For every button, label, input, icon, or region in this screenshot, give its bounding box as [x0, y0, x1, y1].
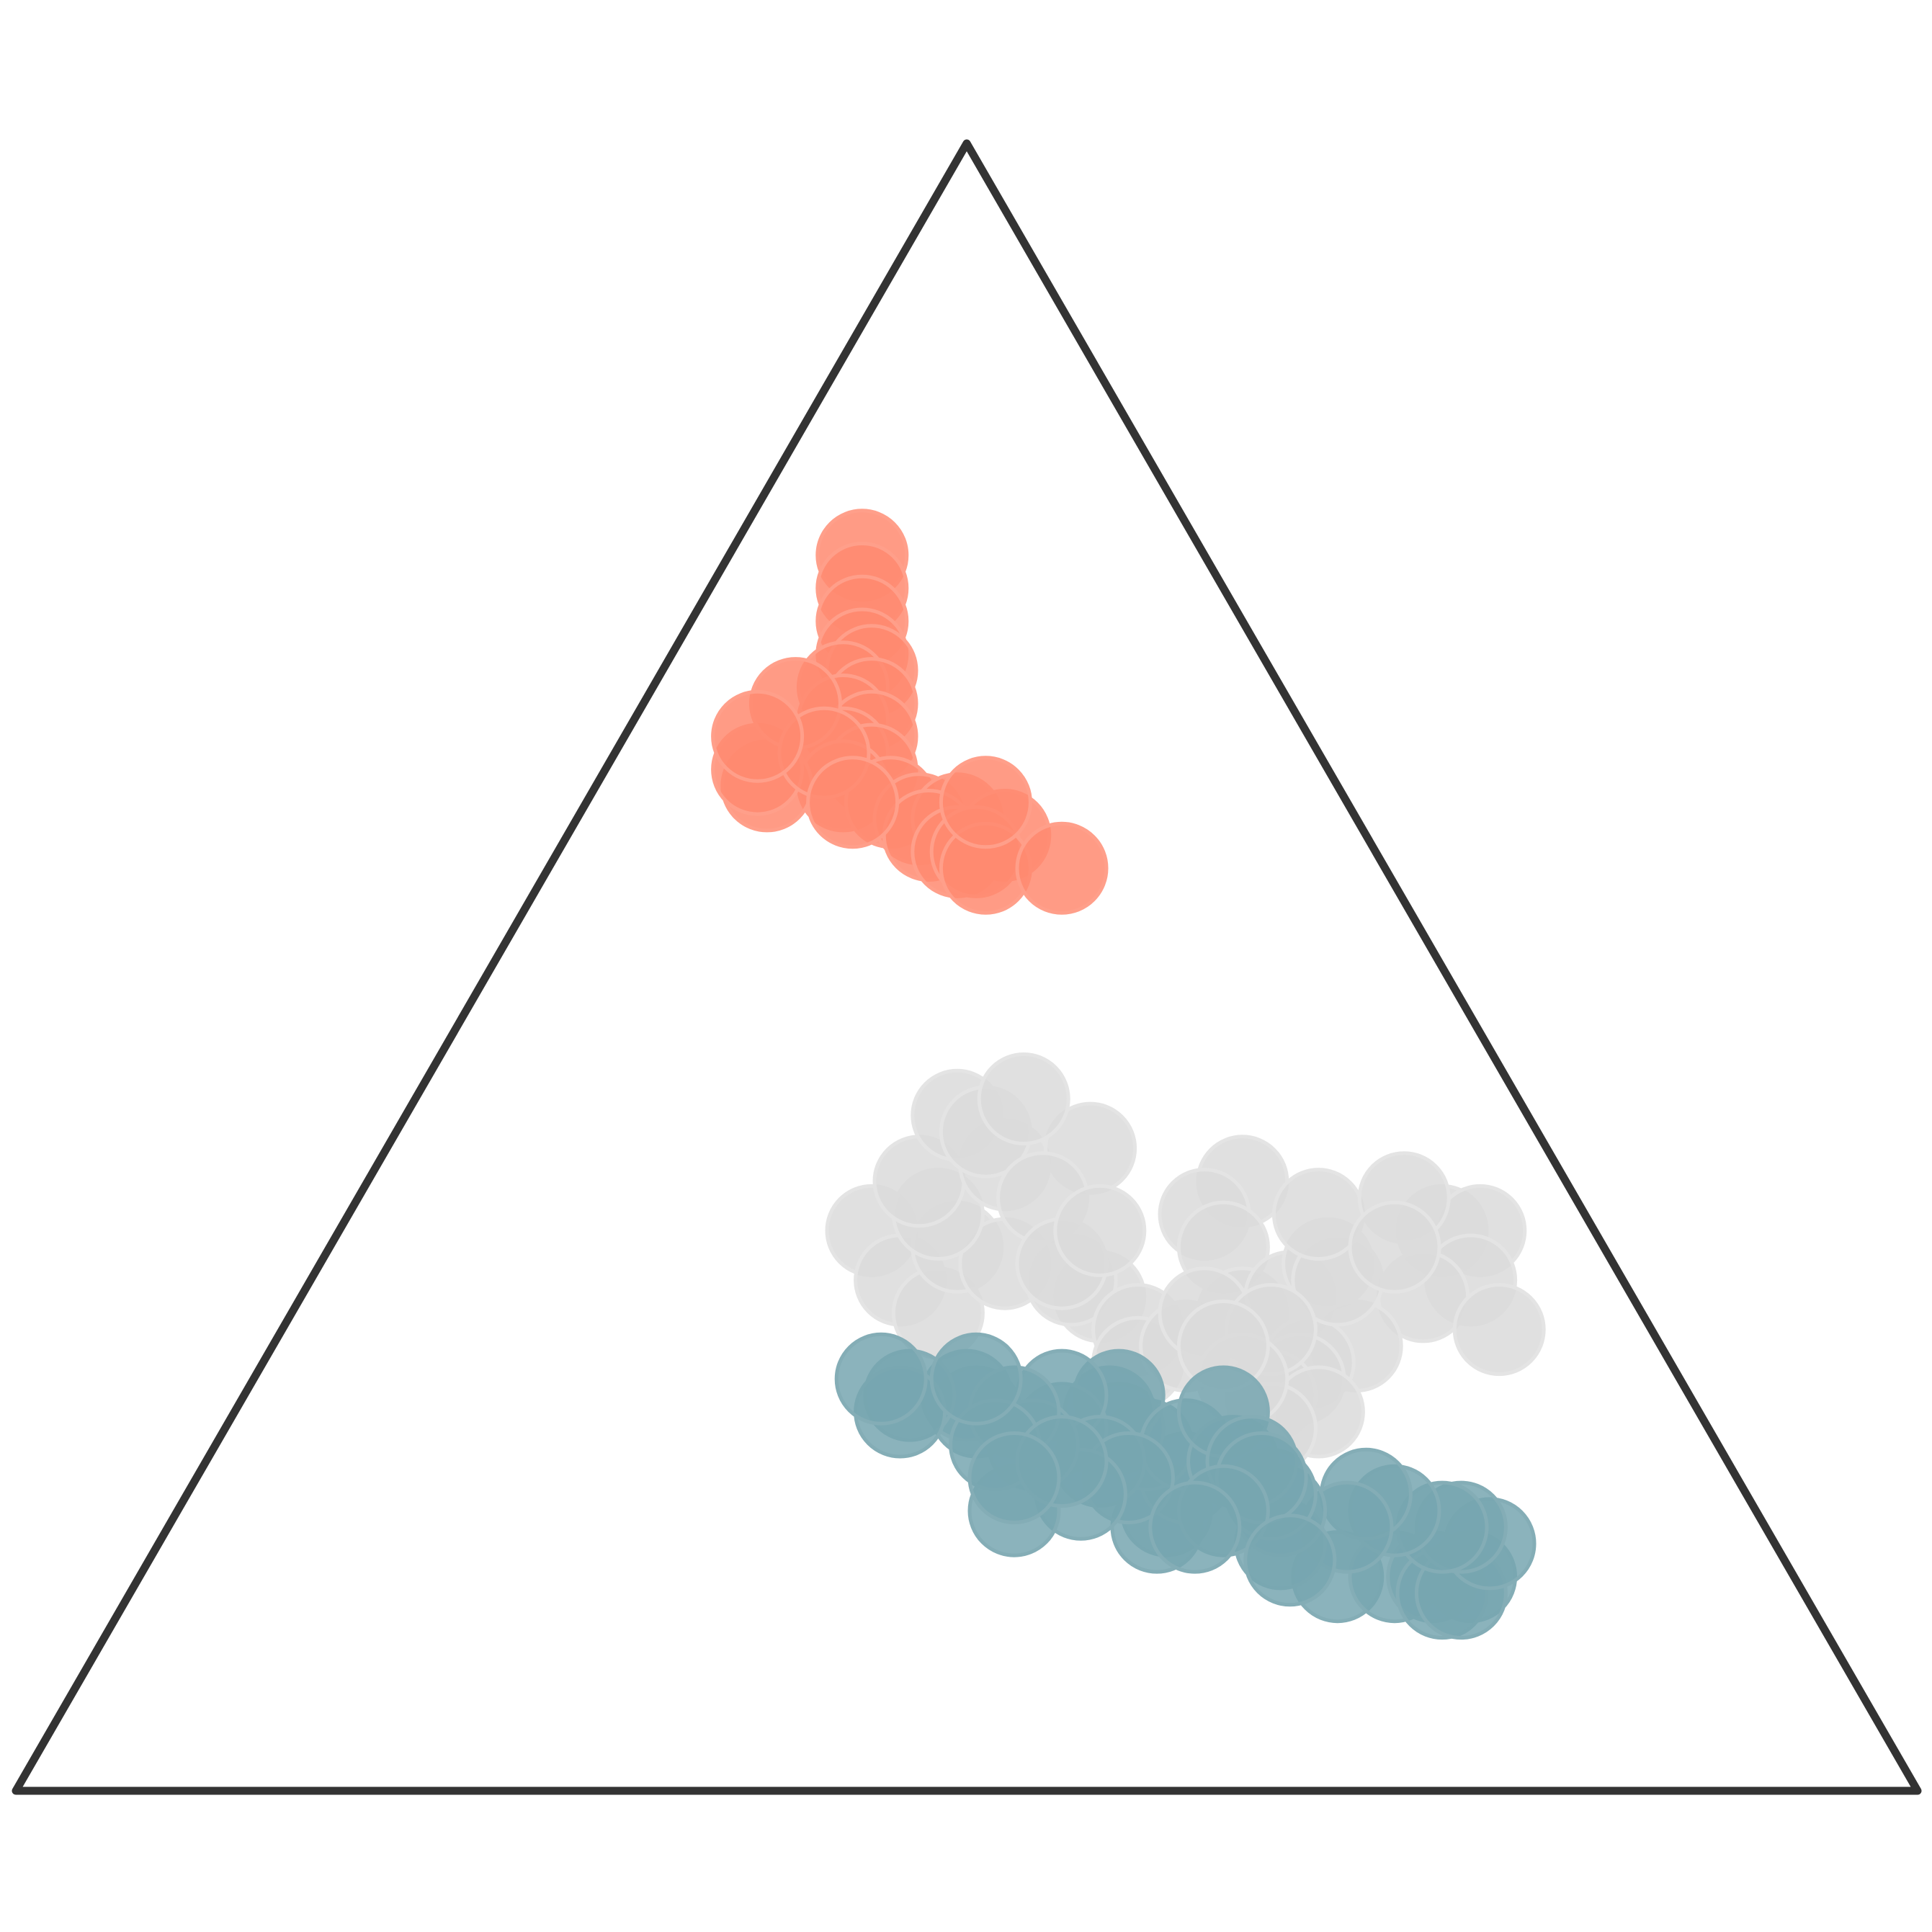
points-layer: [711, 509, 1546, 1640]
data-point: [1053, 1184, 1147, 1277]
series-0: [711, 509, 1109, 915]
data-point: [1348, 1200, 1441, 1294]
ternary-frame: [12, 139, 1922, 1795]
data-point: [1452, 1283, 1546, 1377]
data-point: [1243, 1513, 1337, 1607]
data-point: [834, 1332, 928, 1426]
data-point: [929, 1332, 1023, 1426]
data-point: [1015, 821, 1109, 915]
data-point: [711, 689, 805, 783]
data-point: [806, 756, 900, 849]
data-point: [1148, 1480, 1242, 1574]
data-point: [977, 1052, 1070, 1145]
data-point: [939, 756, 1032, 849]
data-point: [967, 1431, 1061, 1524]
series-2: [834, 1332, 1537, 1640]
